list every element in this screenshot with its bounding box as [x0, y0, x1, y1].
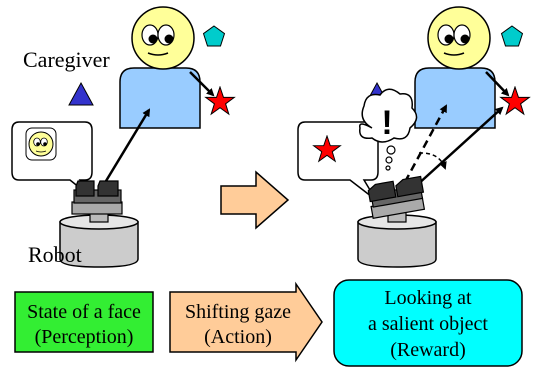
robot-label: Robot — [28, 242, 82, 267]
face-icon — [131, 6, 195, 70]
action-line1: Shifting gaze — [185, 301, 291, 323]
reward-box: Looking at a salient object (Reward) — [333, 279, 523, 367]
caregiver-label: Caregiver — [23, 47, 110, 72]
pentagon-icon — [203, 25, 225, 47]
action-line2: (Action) — [204, 326, 272, 348]
reward-line1: Looking at — [384, 287, 472, 309]
pentagon-icon — [501, 25, 523, 47]
robot-figure — [59, 180, 139, 268]
caregiver-figure-right — [414, 6, 496, 129]
caregiver-body — [119, 67, 201, 129]
previous-gaze-dashed-arrow — [403, 104, 448, 183]
transition-arrow — [220, 170, 290, 230]
perception-box: State of a face (Perception) — [14, 291, 154, 353]
caregiver-body-right — [414, 67, 496, 129]
new-gaze-arrow — [415, 106, 504, 187]
caregiver-gaze-arrow-right — [485, 71, 510, 97]
thought-exclamation: ! — [381, 104, 392, 142]
right-scene: ! — [297, 6, 530, 268]
robot-gaze-arrow — [104, 108, 151, 182]
face-icon — [427, 6, 491, 70]
action-arrow-box: Shifting gaze (Action) — [169, 281, 323, 363]
caregiver-figure — [119, 6, 201, 129]
robot-figure-right — [357, 175, 437, 268]
left-scene: Caregiver — [11, 6, 235, 268]
thought-bubble-icon: ! — [359, 88, 418, 171]
perception-line2: (Perception) — [35, 326, 134, 348]
perception-line1: State of a face — [27, 301, 141, 323]
reward-line2: a salient object — [368, 313, 488, 335]
robot-base — [59, 221, 139, 268]
perception-bubble — [11, 121, 93, 197]
gaze-rotation-arc — [418, 152, 447, 170]
caregiver-gaze-arrow — [189, 71, 215, 97]
triangle-icon — [68, 82, 94, 106]
reward-line3: (Reward) — [390, 339, 466, 361]
small-face-icon — [25, 127, 57, 161]
